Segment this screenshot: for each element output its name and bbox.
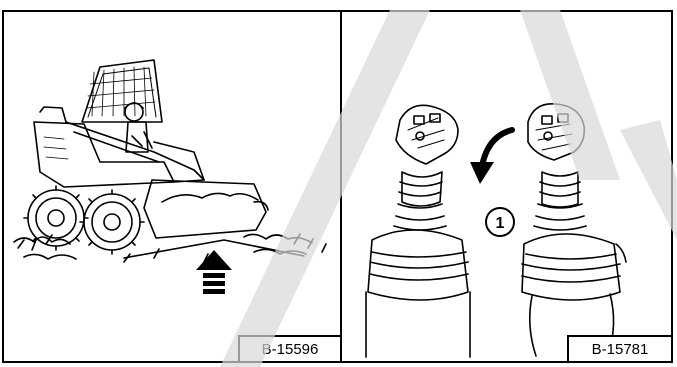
figure-id-label: B-15596	[238, 335, 340, 361]
callout-marker: 1	[486, 208, 514, 236]
figure-panel-right: 1 B-15781	[342, 12, 671, 361]
curved-arrow-icon	[470, 130, 512, 184]
svg-text:1: 1	[496, 215, 505, 232]
up-arrow-icon	[196, 250, 232, 294]
joystick-controls-illustration: 1	[342, 12, 671, 361]
figure-panel-left: B-15596	[4, 12, 340, 361]
skid-steer-loader-illustration	[4, 12, 340, 361]
figure-id-label: B-15781	[567, 335, 671, 361]
